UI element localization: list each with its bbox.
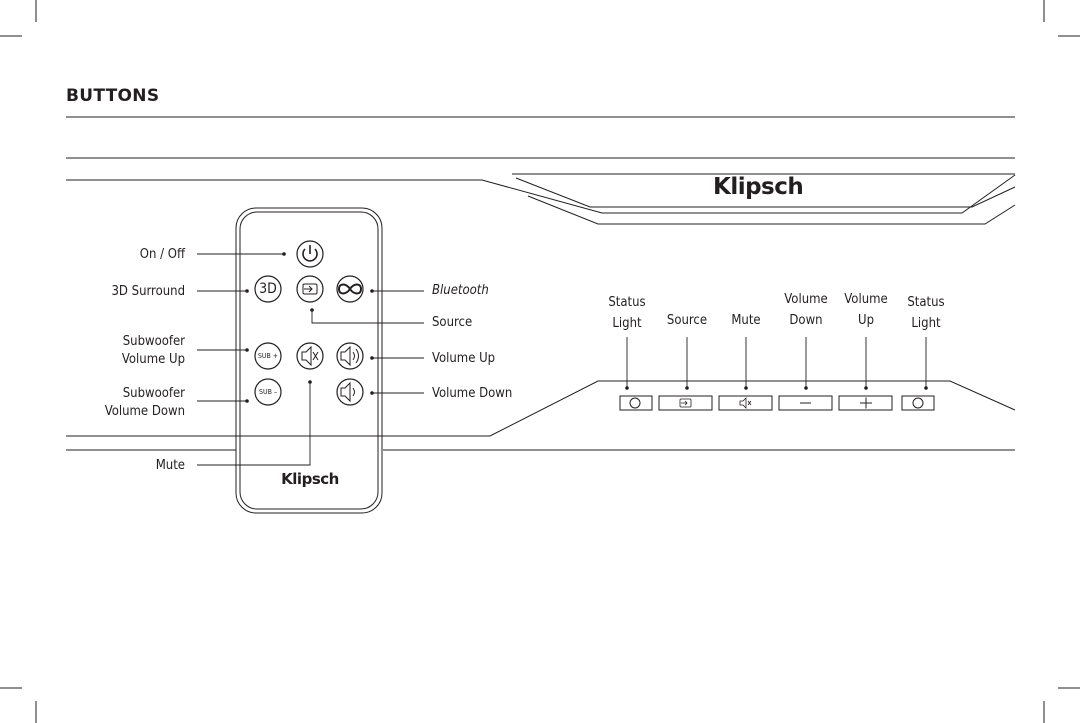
panel-status-light-right — [901, 395, 935, 411]
remote-leader-lines — [197, 253, 424, 466]
panel-label-status-left-1: Status — [608, 295, 646, 310]
panel-status-light-left — [619, 395, 653, 411]
mute-button[interactable] — [296, 342, 324, 370]
label-sub-up-1: Subwoofer — [122, 334, 185, 349]
sub-down-button[interactable] — [254, 378, 282, 406]
panel-label-status-left-2: Light — [612, 316, 642, 331]
infinity-icon — [337, 283, 363, 295]
source-button[interactable] — [296, 275, 324, 303]
sub-plus-label: SUB + — [257, 352, 279, 360]
bluetooth-button[interactable] — [336, 275, 364, 303]
soundbar-brand-logo: Klipsch — [713, 174, 804, 200]
panel-source-button[interactable] — [658, 395, 713, 411]
status-light-icon — [629, 397, 641, 409]
panel-label-source: Source — [666, 313, 708, 328]
mute-icon — [301, 345, 312, 367]
power-button[interactable] — [296, 240, 324, 268]
sub-up-button[interactable] — [254, 342, 282, 370]
label-mute: Mute — [155, 458, 185, 473]
label-sub-down-2: Volume Down — [104, 404, 185, 419]
label-bluetooth: Bluetooth — [432, 283, 489, 298]
label-volume-down: Volume Down — [432, 386, 513, 401]
panel-label-status-right-1: Status — [907, 295, 945, 310]
mute-icon — [739, 397, 747, 409]
power-icon — [302, 248, 318, 262]
panel-label-vol-down-1: Volume — [784, 292, 828, 307]
plus-icon — [860, 397, 872, 409]
label-volume-up: Volume Up — [432, 351, 496, 366]
page-heading: BUTTONS — [66, 86, 160, 106]
volume-up-button[interactable] — [336, 342, 364, 370]
label-sub-up-2: Volume Up — [121, 352, 185, 367]
panel-mute-button[interactable] — [718, 395, 773, 411]
speaker-up-icon — [340, 345, 351, 367]
sub-minus-label: SUB – — [258, 388, 278, 396]
label-on-off: On / Off — [139, 247, 185, 262]
status-light-icon — [912, 397, 924, 409]
remote-brand-logo: Klipsch — [281, 470, 339, 488]
panel-label-vol-up-1: Volume — [844, 292, 888, 307]
panel-volume-up-button[interactable] — [838, 395, 893, 411]
volume-down-button[interactable] — [336, 378, 364, 406]
source-icon — [302, 283, 318, 295]
label-sub-down-1: Subwoofer — [122, 386, 185, 401]
surround-3d-button[interactable] — [254, 275, 282, 303]
label-3d-surround: 3D Surround — [111, 284, 185, 299]
panel-label-vol-up-2: Up — [858, 313, 874, 328]
panel-leader-lines — [626, 337, 927, 388]
panel-label-status-right-2: Light — [911, 316, 941, 331]
panel-volume-down-button[interactable] — [778, 395, 833, 411]
three-d-label: 3D — [259, 281, 277, 297]
panel-label-vol-down-2: Down — [789, 313, 823, 328]
label-source: Source — [432, 315, 473, 330]
panel-label-mute: Mute — [731, 313, 761, 328]
speaker-down-icon — [340, 381, 351, 403]
source-icon — [679, 398, 692, 408]
